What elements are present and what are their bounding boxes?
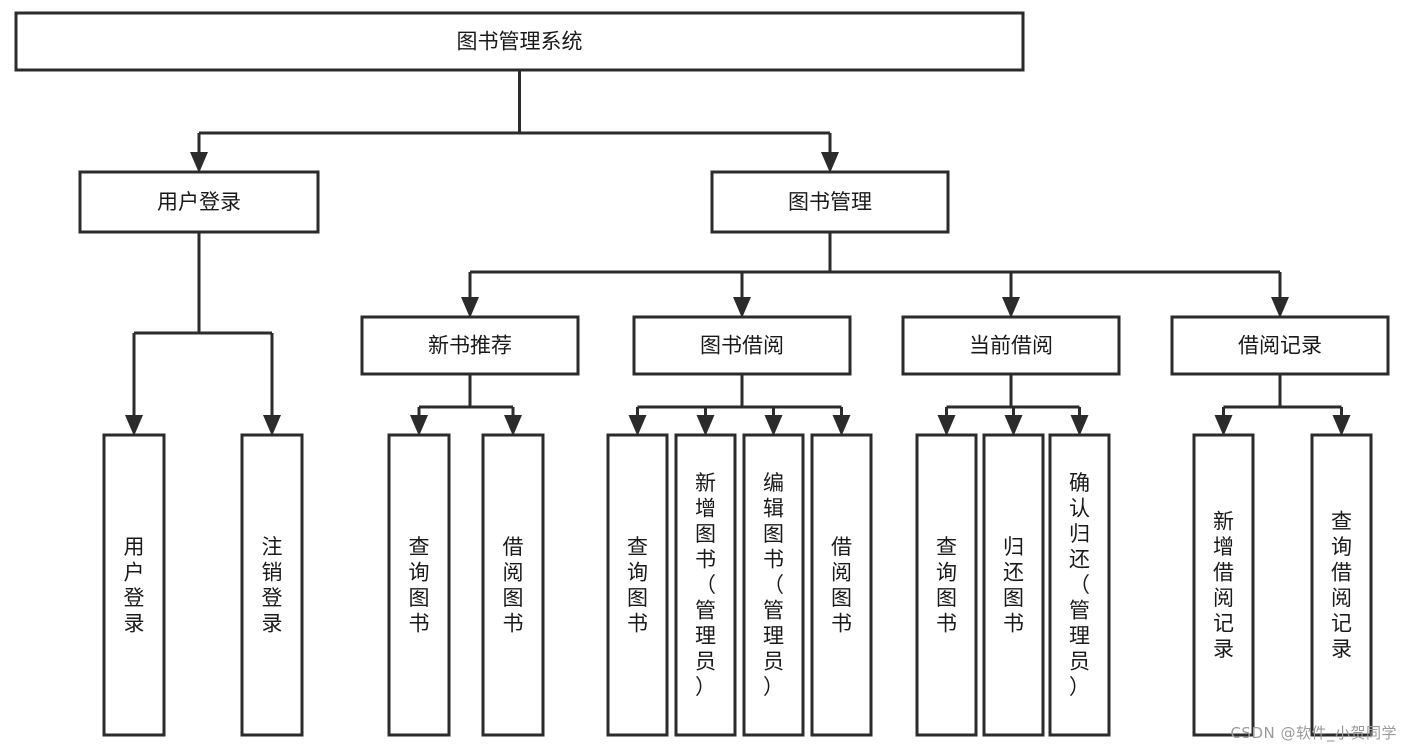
node-label-leaf-user-logout: 注销登录: [262, 535, 283, 636]
arrowhead-borrow: [733, 297, 751, 318]
node-leaf-borrow-do[interactable]: 借阅图书: [810, 433, 873, 737]
node-label-leaf-rec-add: 新增借阅记录: [1213, 509, 1234, 661]
edge-group-record: [1214, 374, 1351, 436]
node-leaf-rec-query[interactable]: 查询借阅记录: [1310, 433, 1373, 737]
arrowhead-leaf-borrow-do: [832, 415, 851, 436]
edge-group-borrow: [628, 374, 851, 436]
node-login[interactable]: 用户登录: [78, 170, 320, 234]
node-box-leaf-cur-query[interactable]: [915, 433, 978, 737]
node-leaf-rec-add[interactable]: 新增借阅记录: [1192, 433, 1255, 737]
arrowhead-leaf-user-logout: [263, 415, 281, 436]
edge-group-newbook: [410, 374, 522, 436]
nodes-layer: 图书管理系统用户登录图书管理新书推荐图书借阅当前借阅借阅记录用户登录注销登录查询…: [14, 11, 1390, 737]
node-leaf-borrow-add[interactable]: 新增图书（管理员）: [674, 433, 737, 737]
edge-group-root: [190, 70, 839, 173]
node-label-leaf-borrow-edit: 编辑图书（管理员）: [763, 471, 784, 699]
node-label-leaf-borrow-add: 新增图书（管理员）: [695, 471, 716, 699]
edge-group-bookmgmt: [461, 232, 1289, 318]
node-box-leaf-borrow-add[interactable]: [674, 433, 737, 737]
node-label-leaf-borrow-query: 查询图书: [627, 535, 648, 636]
node-box-leaf-new-borrow[interactable]: [481, 433, 545, 737]
node-label-leaf-cur-return: 归还图书: [1003, 535, 1024, 636]
node-box-leaf-user-logout[interactable]: [240, 433, 304, 737]
node-box-leaf-borrow-do[interactable]: [810, 433, 873, 737]
node-current[interactable]: 当前借阅: [901, 315, 1121, 376]
node-label-leaf-borrow-do: 借阅图书: [831, 535, 852, 636]
node-label-newbook: 新书推荐: [428, 334, 512, 358]
node-leaf-new-borrow[interactable]: 借阅图书: [481, 433, 545, 737]
node-box-newbook[interactable]: [360, 315, 580, 376]
arrowhead-login: [190, 152, 208, 173]
node-label-leaf-new-query: 查询图书: [409, 535, 430, 636]
node-box-leaf-borrow-query[interactable]: [606, 433, 669, 737]
edge-group-login: [125, 232, 281, 436]
node-box-leaf-cur-confirm[interactable]: [1048, 433, 1111, 737]
arrowhead-current: [1002, 297, 1020, 318]
node-box-leaf-user-login[interactable]: [102, 433, 166, 737]
arrowhead-leaf-cur-confirm: [1070, 415, 1089, 436]
node-box-leaf-rec-query[interactable]: [1310, 433, 1373, 737]
node-label-root: 图书管理系统: [457, 30, 583, 54]
node-box-login[interactable]: [78, 170, 320, 234]
node-box-leaf-rec-add[interactable]: [1192, 433, 1255, 737]
arrowhead-leaf-rec-add: [1214, 415, 1233, 436]
node-box-leaf-borrow-edit[interactable]: [742, 433, 805, 737]
node-box-record[interactable]: [1170, 315, 1390, 376]
node-bookmgmt[interactable]: 图书管理: [710, 170, 950, 234]
node-box-leaf-new-query[interactable]: [387, 433, 451, 737]
node-leaf-borrow-edit[interactable]: 编辑图书（管理员）: [742, 433, 805, 737]
node-label-bookmgmt: 图书管理: [788, 190, 872, 214]
edges-layer: [125, 70, 1351, 436]
node-label-record: 借阅记录: [1238, 334, 1322, 358]
node-label-login: 用户登录: [157, 190, 241, 214]
arrowhead-record: [1271, 297, 1289, 318]
arrowhead-leaf-cur-return: [1004, 415, 1023, 436]
node-borrow[interactable]: 图书借阅: [632, 315, 852, 376]
node-leaf-new-query[interactable]: 查询图书: [387, 433, 451, 737]
node-label-leaf-rec-query: 查询借阅记录: [1331, 509, 1352, 661]
node-label-leaf-user-login: 用户登录: [124, 535, 145, 636]
node-leaf-cur-return[interactable]: 归还图书: [982, 433, 1045, 737]
node-leaf-cur-query[interactable]: 查询图书: [915, 433, 978, 737]
node-label-leaf-new-borrow: 借阅图书: [503, 535, 524, 636]
arrowhead-leaf-rec-query: [1332, 415, 1351, 436]
arrowhead-leaf-new-borrow: [504, 415, 522, 436]
node-label-borrow: 图书借阅: [700, 334, 784, 358]
node-root[interactable]: 图书管理系统: [14, 11, 1025, 72]
edge-group-current: [937, 374, 1089, 436]
node-leaf-user-login[interactable]: 用户登录: [102, 433, 166, 737]
arrowhead-leaf-cur-query: [937, 415, 956, 436]
node-box-bookmgmt[interactable]: [710, 170, 950, 234]
arrowhead-leaf-borrow-query: [628, 415, 647, 436]
node-label-leaf-cur-confirm: 确认归还（管理员）: [1069, 471, 1090, 699]
node-box-leaf-cur-return[interactable]: [982, 433, 1045, 737]
node-label-current: 当前借阅: [969, 334, 1053, 358]
node-box-borrow[interactable]: [632, 315, 852, 376]
arrowhead-leaf-borrow-add: [696, 415, 715, 436]
arrowhead-leaf-new-query: [410, 415, 428, 436]
node-label-leaf-cur-query: 查询图书: [936, 535, 957, 636]
node-leaf-cur-confirm[interactable]: 确认归还（管理员）: [1048, 433, 1111, 737]
arrowhead-newbook: [461, 297, 479, 318]
arrowhead-leaf-user-login: [125, 415, 143, 436]
node-box-current[interactable]: [901, 315, 1121, 376]
node-leaf-user-logout[interactable]: 注销登录: [240, 433, 304, 737]
arrowhead-bookmgmt: [821, 152, 839, 173]
arrowhead-leaf-borrow-edit: [764, 415, 783, 436]
node-newbook[interactable]: 新书推荐: [360, 315, 580, 376]
node-box-root[interactable]: [14, 11, 1025, 72]
node-record[interactable]: 借阅记录: [1170, 315, 1390, 376]
node-leaf-borrow-query[interactable]: 查询图书: [606, 433, 669, 737]
